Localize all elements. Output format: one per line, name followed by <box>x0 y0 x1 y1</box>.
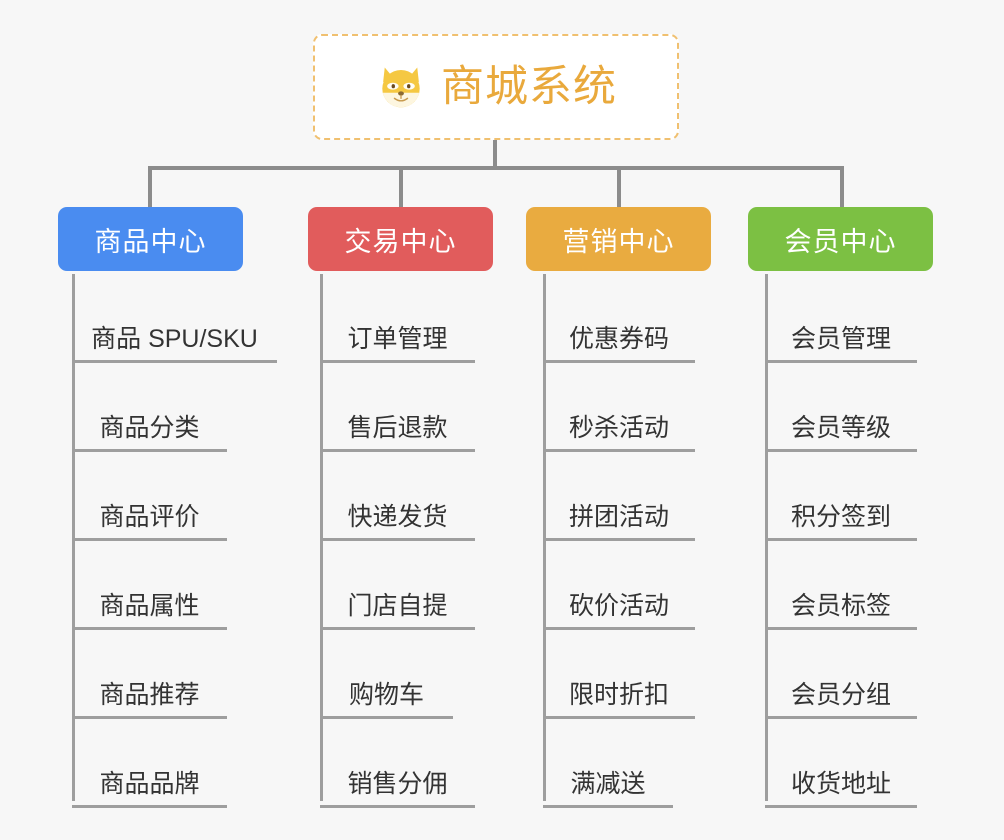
column-spine-trade-center <box>320 274 323 801</box>
leaf-label: 砍价活动 <box>568 592 669 621</box>
leaf-item[interactable]: 优惠券码 <box>543 274 695 363</box>
leaf-label: 优惠券码 <box>568 325 669 354</box>
leaf-item[interactable]: 商品评价 <box>72 452 227 541</box>
leaf-item[interactable]: 商品推荐 <box>72 630 227 719</box>
category-header-member-center[interactable]: 会员中心 <box>748 207 933 271</box>
leaf-label: 门店自提 <box>347 592 448 621</box>
column-spine-marketing-center <box>543 274 546 801</box>
leaf-label: 积分签到 <box>790 503 891 532</box>
leaf-label: 购物车 <box>348 681 424 710</box>
shiba-dog-face-icon <box>375 61 427 113</box>
leaf-item[interactable]: 会员管理 <box>765 274 917 363</box>
root-node-title: 商城系统 <box>441 62 617 111</box>
category-header-label: 营销中心 <box>562 226 675 257</box>
leaf-item[interactable]: 商品品牌 <box>72 719 227 808</box>
leaf-item[interactable]: 门店自提 <box>320 541 475 630</box>
leaf-label: 商品属性 <box>99 592 200 621</box>
leaf-label: 订单管理 <box>347 325 448 354</box>
column-spine-member-center <box>765 274 768 801</box>
leaf-label: 秒杀活动 <box>568 414 669 443</box>
leaf-label: 满减送 <box>570 770 646 799</box>
leaf-label: 快递发货 <box>347 503 448 532</box>
connector-drop-2 <box>399 166 403 208</box>
connector-drop-3 <box>617 166 621 208</box>
leaf-label: 商品 SPU/SKU <box>91 325 258 354</box>
leaf-item[interactable]: 秒杀活动 <box>543 363 695 452</box>
leaf-label: 商品分类 <box>99 414 200 443</box>
leaf-label: 限时折扣 <box>568 681 669 710</box>
leaf-label: 商品品牌 <box>99 770 200 799</box>
category-header-label: 商品中心 <box>94 226 207 257</box>
category-header-label: 交易中心 <box>344 226 457 257</box>
leaf-item[interactable]: 限时折扣 <box>543 630 695 719</box>
leaf-item[interactable]: 会员等级 <box>765 363 917 452</box>
leaf-item[interactable]: 拼团活动 <box>543 452 695 541</box>
leaf-item[interactable]: 商品 SPU/SKU <box>72 274 277 363</box>
leaf-label: 收货地址 <box>790 770 891 799</box>
leaf-item[interactable]: 订单管理 <box>320 274 475 363</box>
leaf-item[interactable]: 会员标签 <box>765 541 917 630</box>
connector-drop-1 <box>148 166 152 208</box>
leaf-label: 销售分佣 <box>347 770 448 799</box>
category-header-trade-center[interactable]: 交易中心 <box>308 207 493 271</box>
leaf-label: 会员标签 <box>790 592 891 621</box>
leaf-item[interactable]: 收货地址 <box>765 719 917 808</box>
leaf-item[interactable]: 会员分组 <box>765 630 917 719</box>
leaf-item[interactable]: 售后退款 <box>320 363 475 452</box>
leaf-item[interactable]: 商品分类 <box>72 363 227 452</box>
leaf-label: 拼团活动 <box>568 503 669 532</box>
leaf-item[interactable]: 满减送 <box>543 719 673 808</box>
leaf-label: 会员等级 <box>790 414 891 443</box>
leaf-label: 商品推荐 <box>99 681 200 710</box>
category-header-product-center[interactable]: 商品中心 <box>58 207 243 271</box>
leaf-label: 会员管理 <box>790 325 891 354</box>
column-spine-product-center <box>72 274 75 801</box>
leaf-label: 会员分组 <box>790 681 891 710</box>
leaf-item[interactable]: 砍价活动 <box>543 541 695 630</box>
root-node-shop-system[interactable]: 商城系统 <box>313 34 679 140</box>
category-header-label: 会员中心 <box>784 226 897 257</box>
connector-horizontal-bus <box>148 166 844 170</box>
leaf-item[interactable]: 商品属性 <box>72 541 227 630</box>
leaf-item[interactable]: 销售分佣 <box>320 719 475 808</box>
leaf-label: 商品评价 <box>99 503 200 532</box>
connector-drop-4 <box>840 166 844 208</box>
category-header-marketing-center[interactable]: 营销中心 <box>526 207 711 271</box>
leaf-item[interactable]: 快递发货 <box>320 452 475 541</box>
leaf-label: 售后退款 <box>347 414 448 443</box>
connector-root-stem <box>493 140 497 168</box>
leaf-item[interactable]: 积分签到 <box>765 452 917 541</box>
leaf-item[interactable]: 购物车 <box>320 630 453 719</box>
